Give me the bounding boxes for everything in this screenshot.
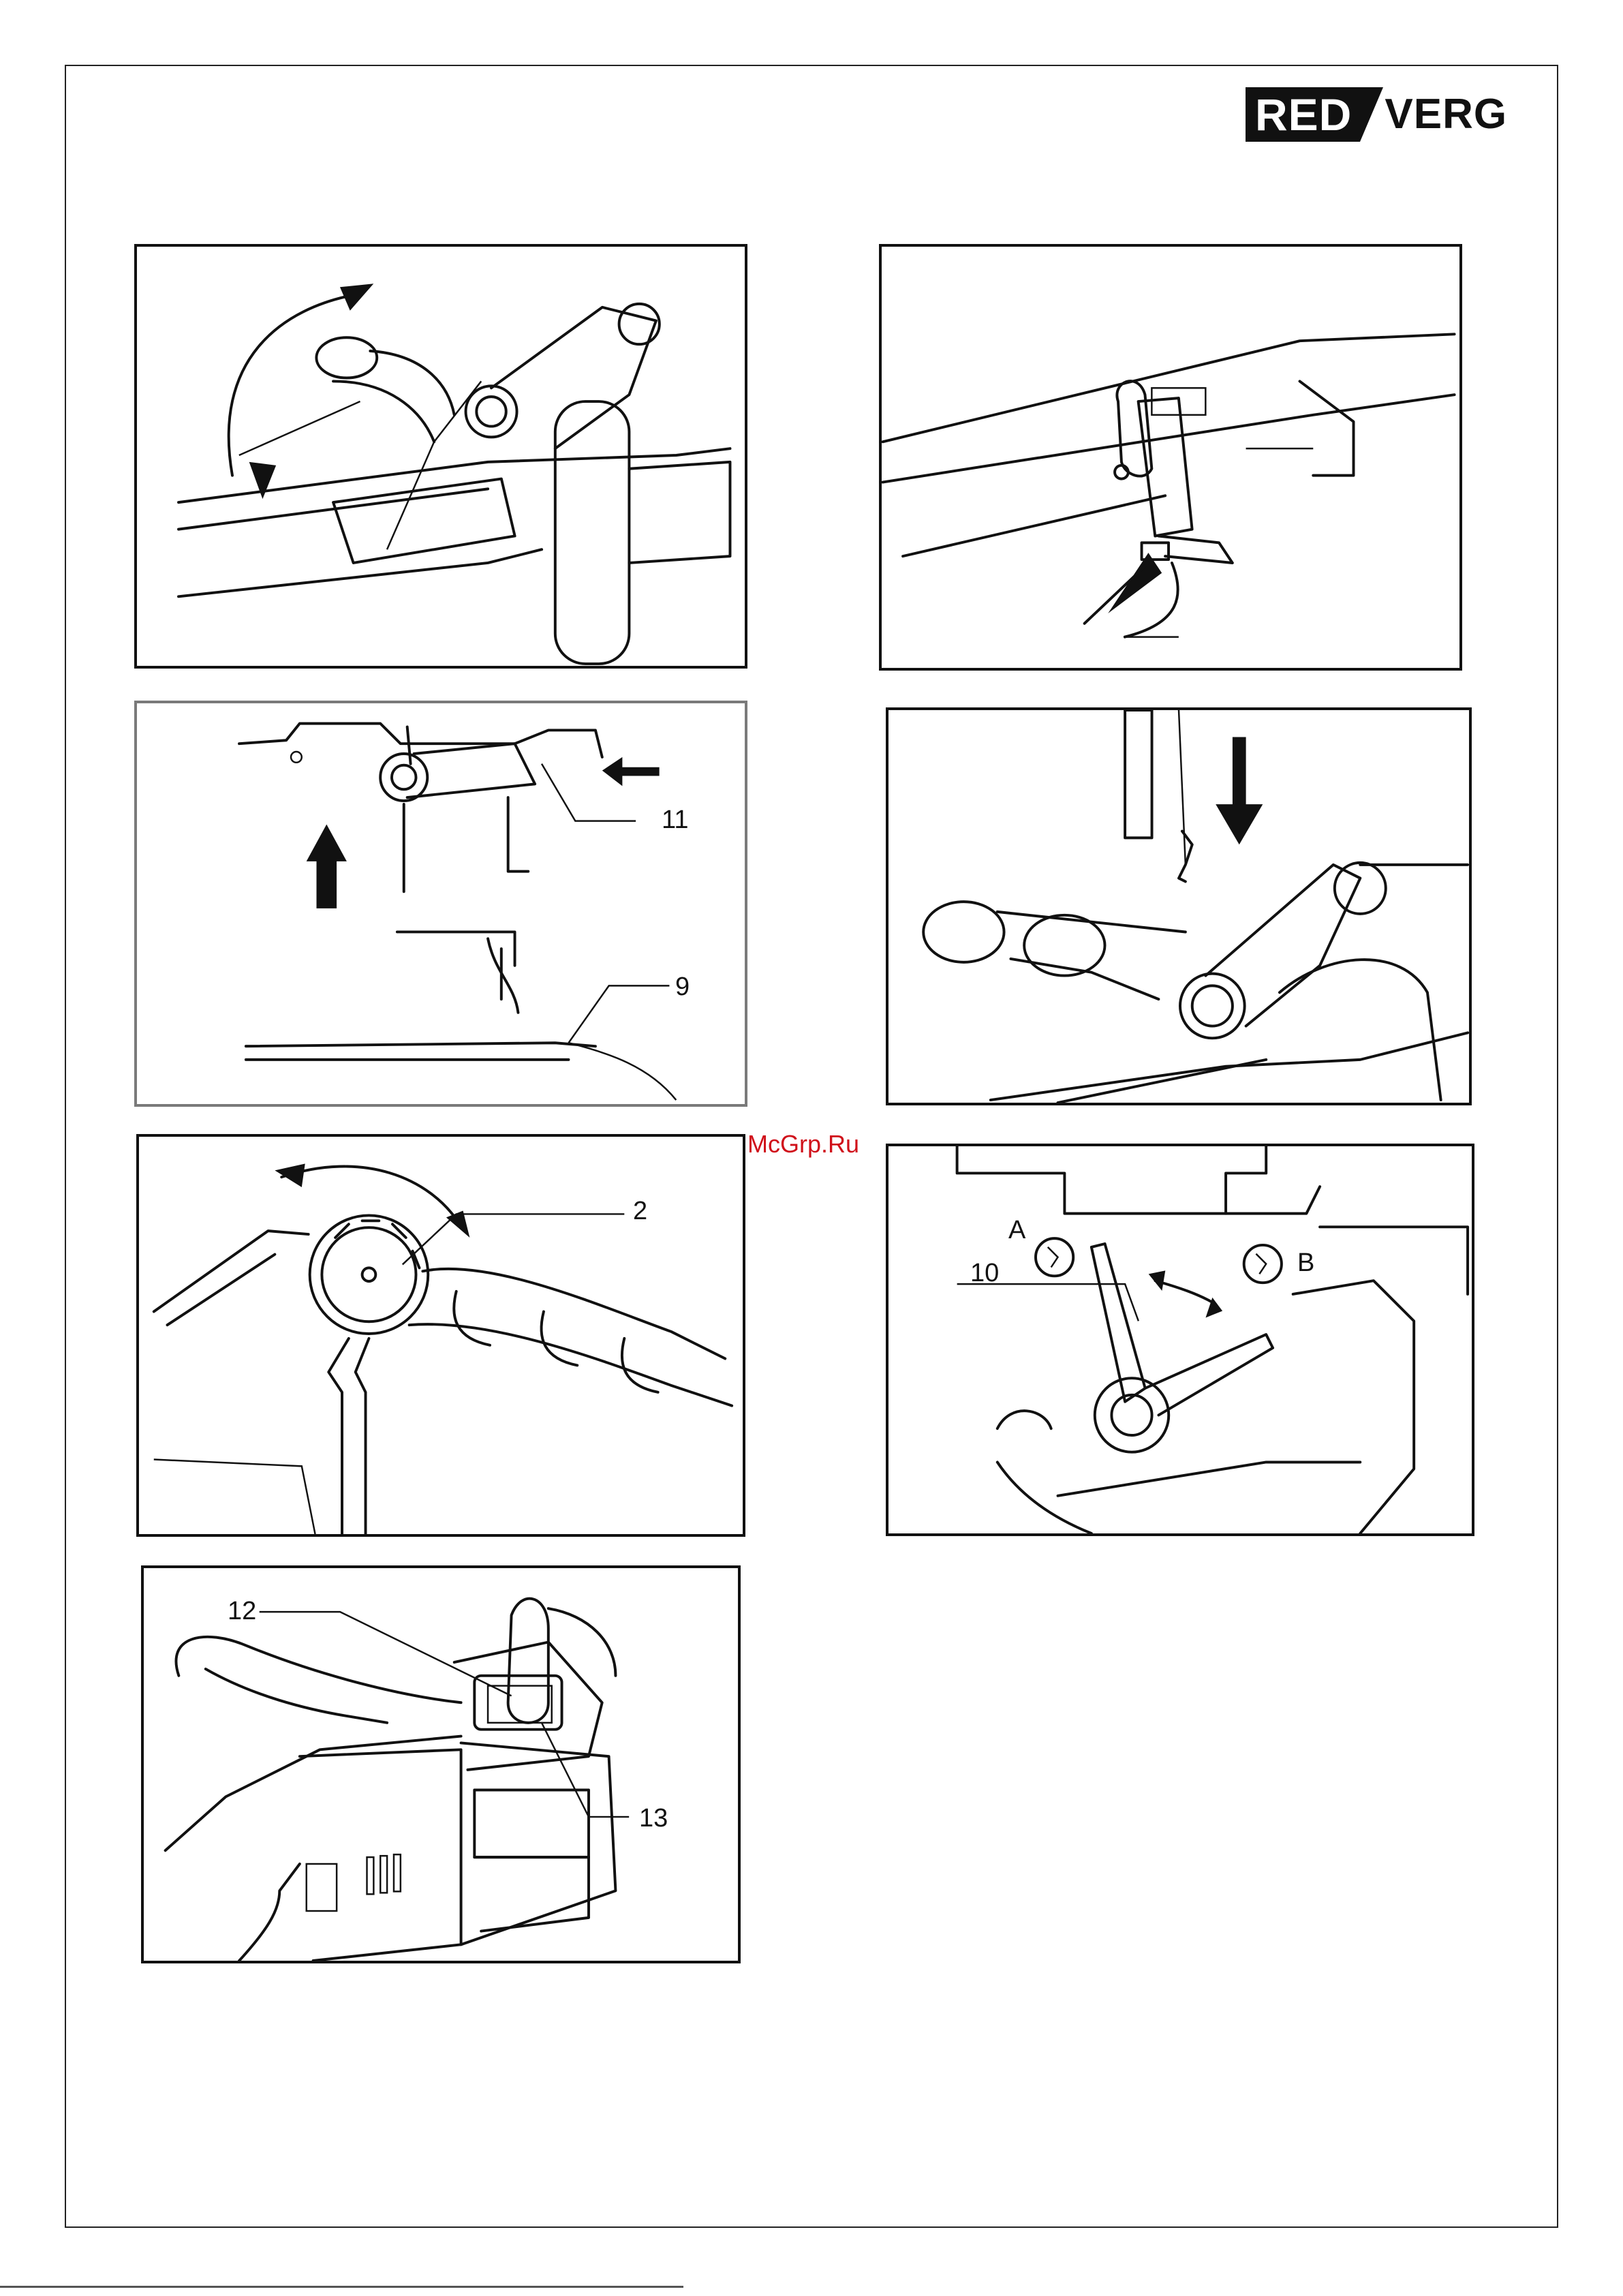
chain-hook-illustration (888, 710, 1469, 1103)
callout-10: 10 (970, 1259, 999, 1288)
guide-bar-mounting-illustration (137, 703, 745, 1104)
watermark-text: McGrp.Ru (747, 1130, 859, 1159)
turn-arrow-head-left (275, 1163, 305, 1187)
lever-positions-illustration (888, 1146, 1472, 1533)
oil-button-illustration (144, 1568, 738, 1961)
push-arrow (1108, 553, 1162, 613)
logo-notch (1360, 87, 1383, 142)
brand-logo: RED VERG (1246, 87, 1507, 142)
callout-A: A (1008, 1216, 1025, 1245)
callout-2: 2 (633, 1197, 647, 1226)
figure-tension-wheel: 2 (136, 1134, 745, 1537)
callout-11: 11 (662, 806, 688, 835)
cover-latch-illustration (882, 247, 1459, 668)
tension-wheel-illustration (139, 1137, 743, 1534)
lift-arrow (307, 825, 347, 908)
callout-13: 13 (639, 1804, 668, 1833)
callout-12: 12 (228, 1597, 256, 1626)
figure-lever-positions: A B 10 (886, 1144, 1474, 1536)
logo-red-text: RED (1246, 87, 1360, 142)
callout-9: 9 (675, 973, 690, 1002)
figure-oil-button: 12 13 (141, 1565, 741, 1963)
slide-arrow (602, 757, 660, 786)
rotate-arrow-curve (229, 294, 360, 476)
figure-chain-hook (886, 707, 1472, 1105)
callout-B: B (1297, 1249, 1314, 1278)
bottom-rule (0, 2286, 683, 2288)
figure-cover-latch (879, 244, 1462, 671)
handle-rotation-illustration (137, 247, 745, 666)
rotate-arrow-head-top (340, 284, 373, 310)
lever-arrow-head-left (1149, 1270, 1166, 1291)
figure-handle-rotation (134, 244, 747, 669)
down-arrow (1216, 737, 1263, 844)
figure-guide-bar-mounting: 11 9 (134, 701, 747, 1107)
logo-verg-text: VERG (1383, 87, 1507, 142)
